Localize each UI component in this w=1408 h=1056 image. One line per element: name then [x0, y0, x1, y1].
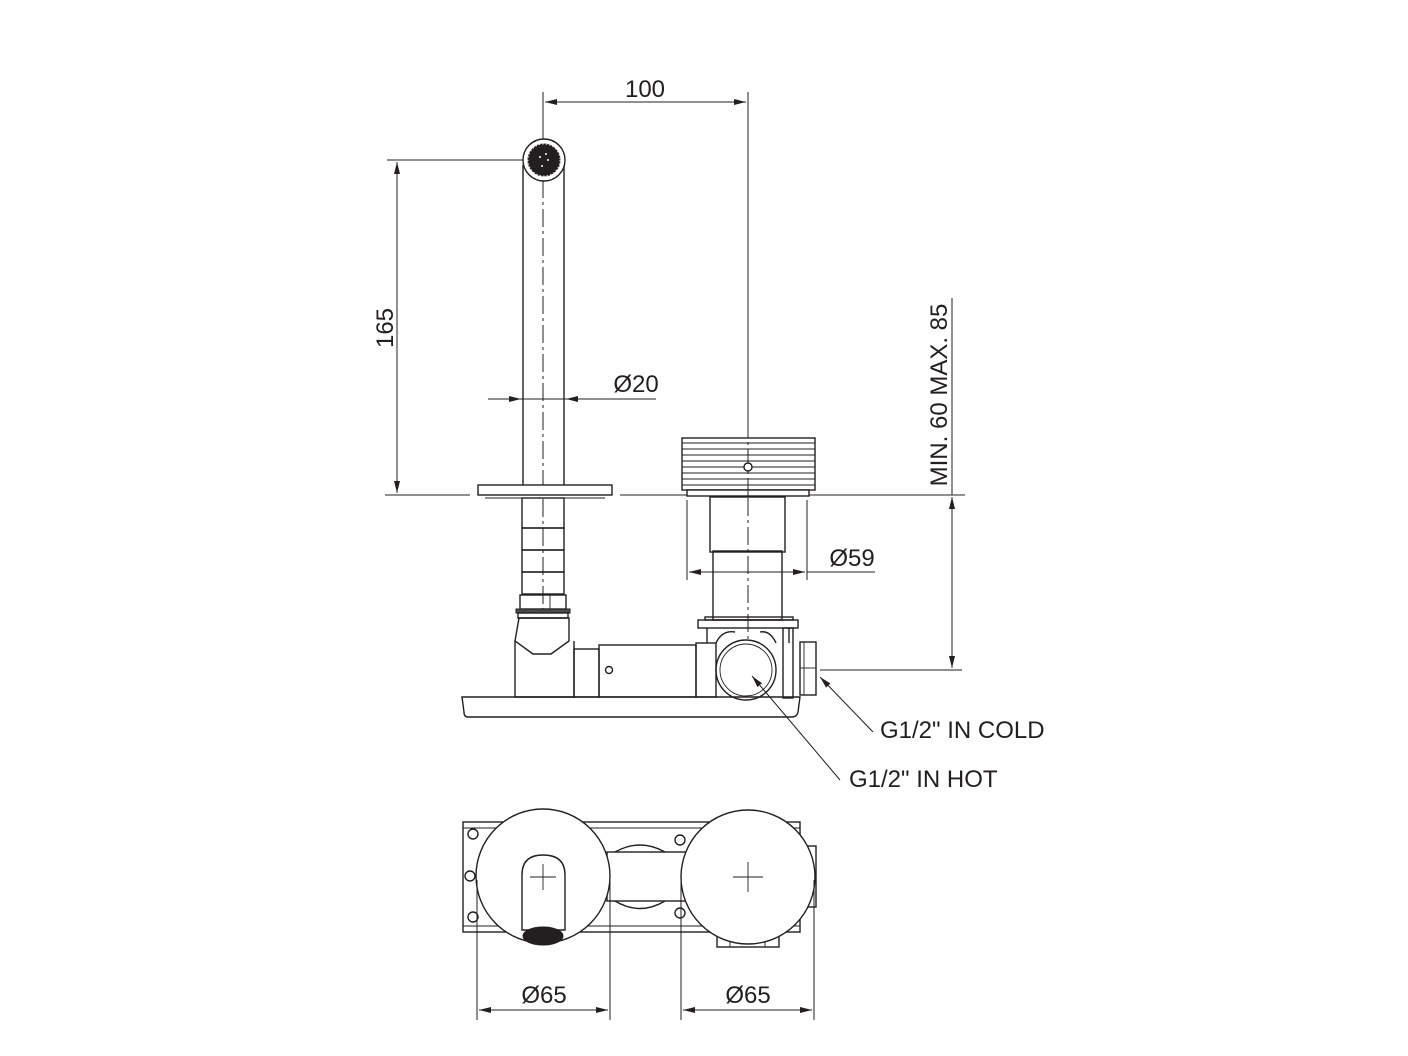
dimension-spout-projection: 100 [542, 76, 749, 435]
aerator-icon [527, 143, 561, 177]
wall-depth-label: MIN. 60 MAX. 85 [926, 304, 953, 487]
handle-diameter-label: Ø59 [829, 545, 874, 572]
dimension-spout-diameter: Ø20 [488, 371, 659, 402]
connecting-tube [573, 642, 717, 698]
dimension-spout-height: 165 [372, 159, 528, 496]
valve-body [697, 616, 817, 701]
callout-hot-inlet: G1/2" IN HOT [751, 675, 998, 793]
callout-cold-inlet: G1/2" IN COLD [819, 676, 1045, 744]
dimension-spout-plate-diameter: Ø65 [476, 880, 611, 1020]
spout-diameter-label: Ø20 [613, 371, 658, 398]
spout-elbow [514, 617, 575, 698]
handle-plate-diameter-label: Ø65 [725, 982, 770, 1009]
aerator-front-icon [522, 926, 564, 946]
spout-height-label: 165 [372, 308, 399, 348]
spout-projection-label: 100 [625, 76, 665, 103]
spout-stem [515, 497, 571, 619]
spout [522, 138, 566, 610]
dimension-handle-diameter: Ø59 [686, 500, 875, 580]
spout-plate-diameter-label: Ø65 [521, 982, 566, 1009]
front-view: Ø65 Ø65 [462, 808, 817, 1020]
dimension-wall-depth: MIN. 60 MAX. 85 [820, 298, 962, 671]
handle-knob [681, 420, 816, 500]
dimension-handle-plate-diameter: Ø65 [680, 880, 815, 1020]
hot-inlet-label: G1/2" IN HOT [849, 766, 998, 793]
side-view: 100 165 Ø20 [372, 76, 1045, 793]
cold-inlet-label: G1/2" IN COLD [880, 717, 1045, 744]
